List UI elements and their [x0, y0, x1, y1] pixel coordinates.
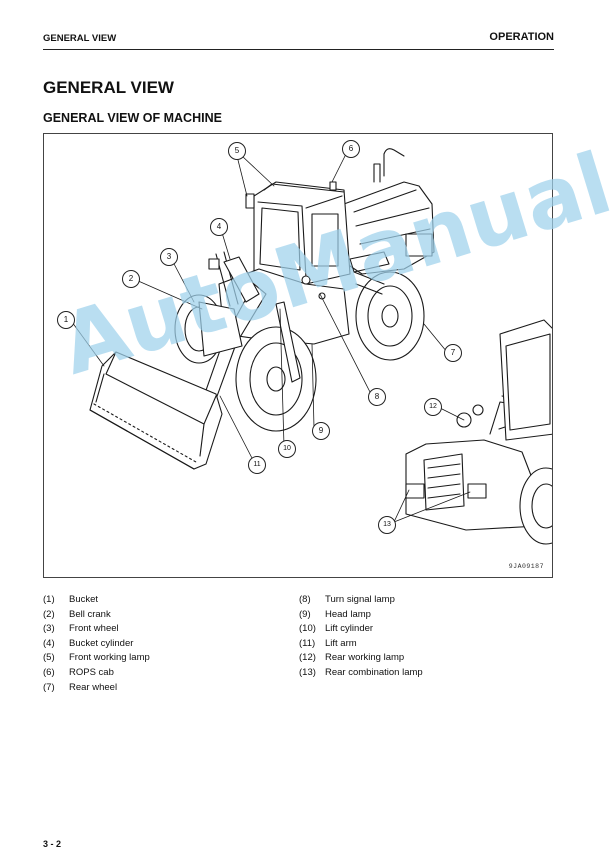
lift-cylinder-shape [275, 301, 301, 383]
legend-number: (12) [299, 652, 316, 664]
legend-item: (6) ROPS cab [43, 666, 150, 681]
legend-label: ROPS cab [69, 666, 114, 678]
legend-label: Bucket cylinder [69, 637, 134, 649]
bucket-cylinder-shape [223, 256, 260, 303]
legend-item: (1) Bucket [43, 593, 150, 608]
legend-label: Front working lamp [69, 652, 150, 664]
bell-crank-shape [198, 301, 243, 357]
legend-number: (2) [43, 608, 55, 620]
legend-item: (2) Bell crank [43, 608, 150, 623]
wheel-loader-drawing [71, 148, 552, 545]
figure-code: 9JA09187 [508, 563, 544, 570]
header-chapter-title: OPERATION [489, 31, 554, 43]
bucket-shape [89, 351, 223, 470]
page-header: GENERAL VIEW OPERATION [43, 31, 554, 50]
callout-10: 10 [278, 440, 296, 458]
legend-number: (8) [299, 594, 311, 605]
legend-item: (10) Lift cylinder [299, 622, 423, 637]
legend-number: (9) [299, 608, 311, 620]
legend-number: (7) [43, 681, 55, 693]
callout-9: 9 [312, 422, 330, 440]
callout-4: 4 [210, 218, 228, 236]
callout-2: 2 [122, 270, 140, 288]
callout-3: 3 [160, 248, 178, 266]
legend-number: (5) [43, 652, 55, 664]
legend-number: (4) [43, 637, 55, 649]
legend-item: (8) Turn signal lamp [299, 593, 423, 608]
legend-label: Head lamp [325, 608, 371, 620]
legend-item: (4) Bucket cylinder [43, 637, 150, 652]
engine-hood-shape [343, 181, 435, 275]
legend-label: Bell crank [69, 608, 111, 620]
legend-number: (3) [43, 623, 55, 635]
legend-number: (11) [299, 637, 316, 649]
callout-8: 8 [368, 388, 386, 406]
rear-view-cab-shape [499, 319, 552, 441]
legend-label: Rear combination lamp [325, 666, 423, 678]
legend-item: (9) Head lamp [299, 608, 423, 623]
legend-label: Front wheel [69, 623, 119, 635]
legend-number: (13) [299, 666, 316, 678]
legend-item: (5) Front working lamp [43, 651, 150, 666]
legend-number: (1) [43, 594, 55, 605]
legend-number: (6) [43, 666, 55, 678]
callout-5: 5 [228, 142, 246, 160]
legend-label: Lift arm [325, 637, 357, 649]
callout-11: 11 [248, 456, 266, 474]
legend-item: (13) Rear combination lamp [299, 666, 423, 681]
legend-item: (12) Rear working lamp [299, 651, 423, 666]
legend-label: Rear wheel [69, 681, 118, 693]
page-title: GENERAL VIEW [43, 78, 174, 97]
legend-list-left: (1) Bucket (2) Bell crank (3) Front wheel (… [43, 593, 150, 695]
legend-label: Turn signal lamp [325, 594, 395, 605]
rear-wheel-shape [355, 271, 425, 361]
machine-illustration: 1 2 3 4 5 6 7 8 9 10 11 12 13 9JA09187 [43, 133, 553, 578]
page-number: 3 - 2 [43, 839, 62, 849]
legend-item: (3) Front wheel [43, 622, 150, 637]
front-wheel-shape [235, 326, 317, 432]
section-subtitle: GENERAL VIEW OF MACHINE [43, 111, 222, 125]
callout-13: 13 [378, 516, 396, 534]
callout-6: 6 [342, 140, 360, 158]
legend-label: Rear working lamp [325, 652, 405, 664]
legend-list-right: (8) Turn signal lamp (9) Head lamp (10) Lif… [299, 593, 423, 681]
legend-item: (11) Lift arm [299, 637, 423, 652]
header-section-title: GENERAL VIEW [43, 33, 117, 44]
legend-label: Lift cylinder [325, 623, 374, 635]
legend-number: (10) [299, 623, 316, 635]
legend-item: (7) Rear wheel [43, 681, 150, 696]
callout-12: 12 [424, 398, 442, 416]
legend-label: Bucket [69, 594, 99, 605]
callout-1: 1 [57, 311, 75, 329]
callout-7: 7 [444, 344, 462, 362]
